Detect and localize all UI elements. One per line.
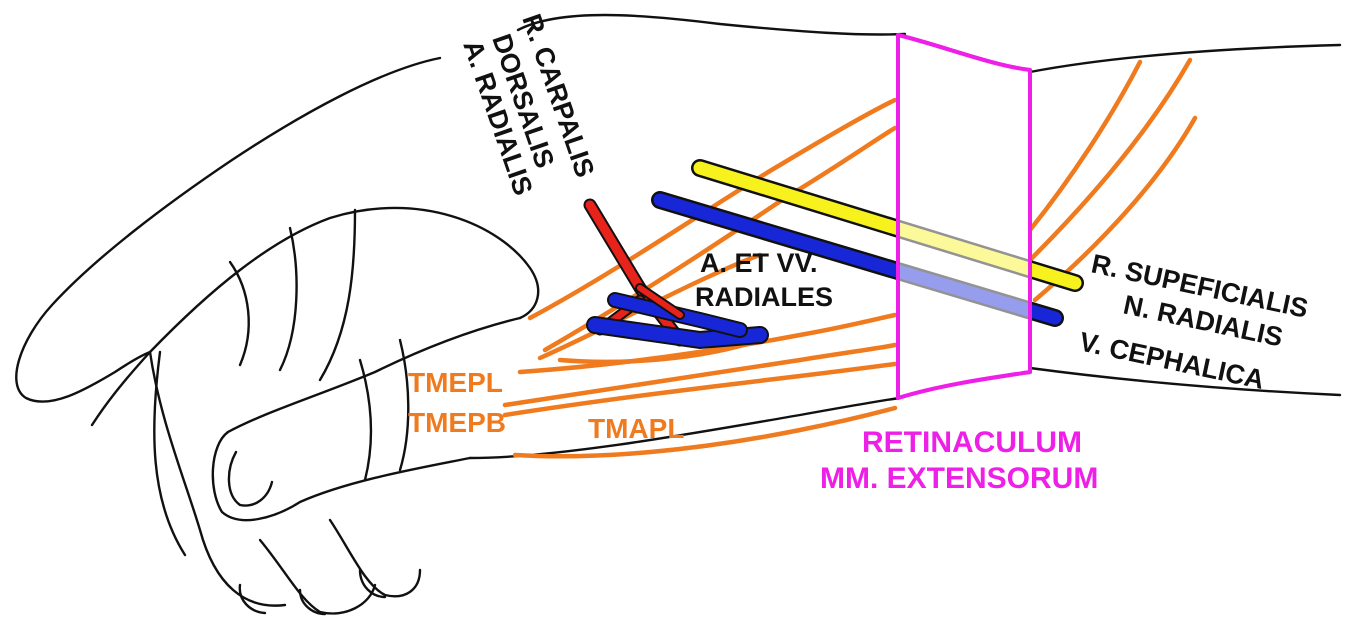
label-a-et-vv: A. ET VV. [700,248,818,278]
retinaculum [898,35,1030,398]
label-tmepb: TMEPB [408,407,506,438]
label-radiales: RADIALES [695,282,833,312]
label-mm-extensorum: MM. EXTENSORUM [820,462,1098,495]
label-tmapl: TMAPL [588,413,684,444]
label-retinaculum: RETINACULUM [862,426,1082,459]
label-tmepl: TMEPL [408,367,503,398]
